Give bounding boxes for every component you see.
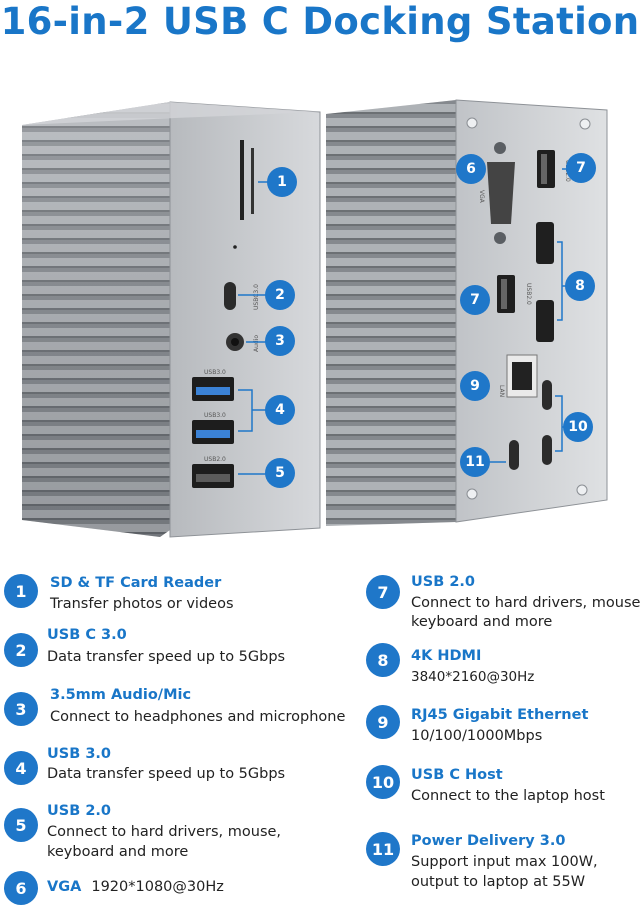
usb3-port-2 — [196, 430, 230, 438]
callout-7-top: 7 — [566, 153, 596, 183]
svg-text:Audio: Audio — [253, 335, 260, 352]
tf-slot — [251, 148, 254, 214]
sd-slot — [240, 140, 244, 220]
hdmi-port-2 — [536, 300, 554, 342]
page-title: 16-in-2 USB C Docking Station — [0, 0, 640, 43]
callout-5: 5 — [265, 458, 295, 488]
callout-11: 11 — [460, 447, 490, 477]
usbc-port-front — [224, 282, 236, 310]
usbc-host-port — [509, 440, 519, 470]
callout-8: 8 — [565, 271, 595, 301]
callout-3: 3 — [265, 326, 295, 356]
callout-6: 6 — [456, 154, 486, 184]
hdmi-port-1 — [536, 222, 554, 264]
usb3-port-1 — [196, 387, 230, 395]
callout-9: 9 — [460, 371, 490, 401]
callout-7-mid: 7 — [460, 285, 490, 315]
svg-text:USB3.0: USB3.0 — [204, 369, 226, 376]
svg-text:LAN: LAN — [498, 385, 505, 397]
svg-text:USB2.0: USB2.0 — [525, 283, 532, 305]
callout-1: 1 — [267, 167, 297, 197]
svg-text:USB2.0: USB2.0 — [204, 456, 226, 463]
svg-text:USB3.0: USB3.0 — [204, 412, 226, 419]
svg-text:USBC3.0: USBC3.0 — [253, 284, 260, 310]
rj45-port — [512, 362, 532, 390]
dock-illustration: USBC3.0 Audio USB3.0 USB3.0 USB2.0 — [22, 99, 608, 538]
usbc-port-back-1 — [542, 380, 552, 410]
usb2-port-front — [196, 474, 230, 482]
product-illustration: USBC3.0 Audio USB3.0 USB3.0 USB2.0 — [0, 90, 640, 550]
front-unit: USBC3.0 Audio USB3.0 USB3.0 USB2.0 — [22, 101, 321, 538]
callout-10: 10 — [563, 412, 593, 442]
callout-4: 4 — [265, 395, 295, 425]
vga-port — [487, 162, 515, 224]
svg-text:VGA: VGA — [478, 190, 485, 204]
usbc-port-back-2 — [542, 435, 552, 465]
callout-2: 2 — [265, 280, 295, 310]
